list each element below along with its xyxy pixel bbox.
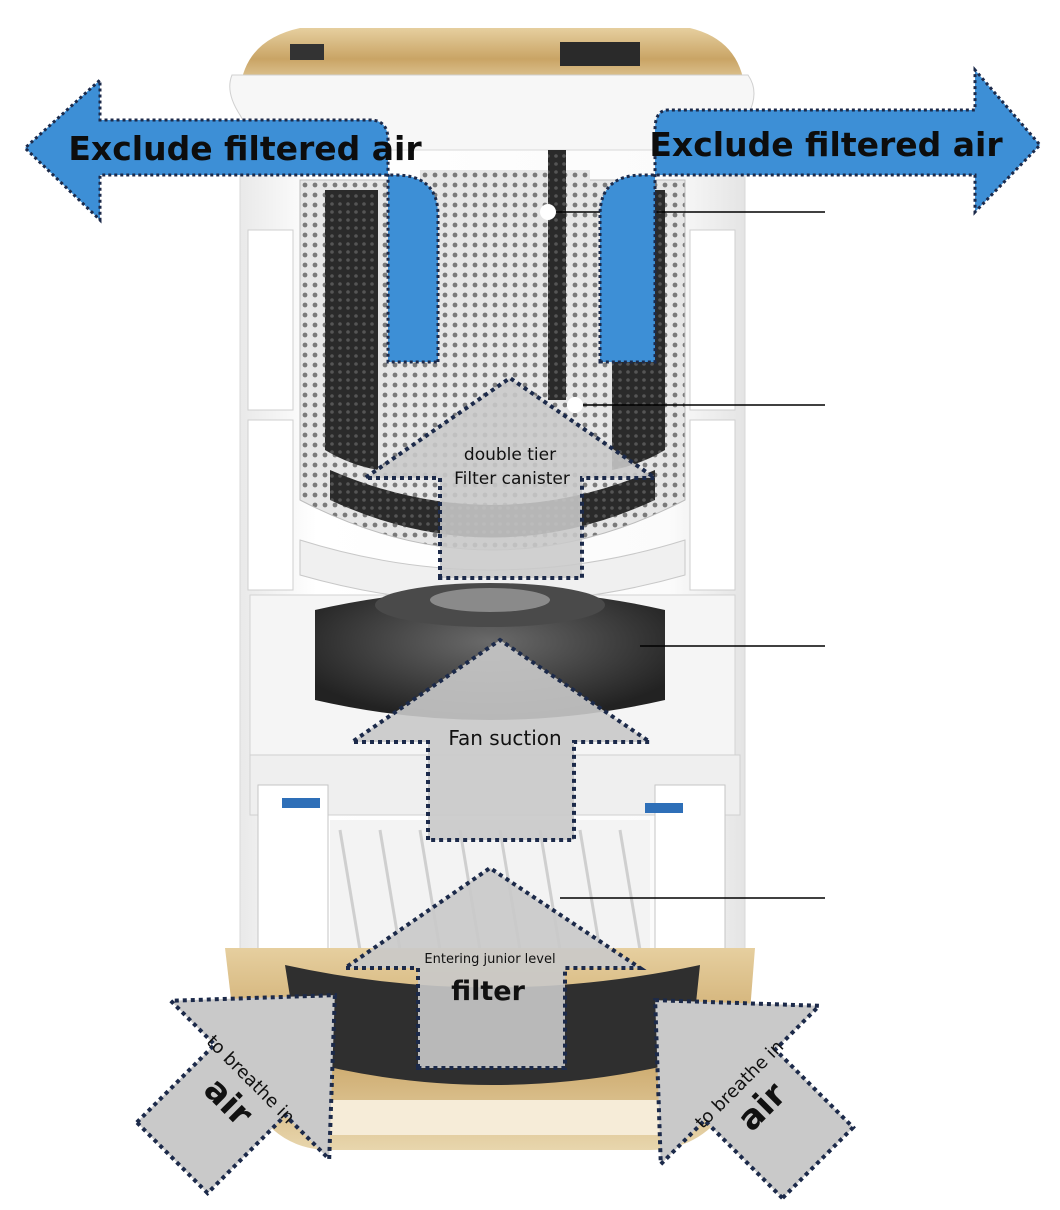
leader-dot-2 [567,397,583,413]
flow-arrow-prefilter: Entering junior level filter [338,865,647,1070]
intake-arrow-right: to breathe in air [653,998,856,1201]
purifier-body [225,28,755,1150]
intake-arrow-left: to breathe in air [134,993,337,1196]
exhaust-label-left: Exclude filtered air [68,129,422,168]
leader-dot-1 [540,204,556,220]
exhaust-label-right: Exclude filtered air [649,125,1003,164]
exhaust-arrow-right: Exclude filtered air [598,65,1043,364]
flow-arrow-canister: double tier Filter canister [358,375,662,580]
leader-lines [548,211,825,899]
canister-label-line1: double tier [464,445,556,465]
fan-label: Fan suction [448,726,561,750]
exhaust-arrow-left: Exclude filtered air [22,76,440,364]
prefilter-label-line2: filter [451,976,525,1007]
prefilter-label-line1: Entering junior level [424,952,555,967]
display-panel [560,42,640,66]
flow-arrow-fan: Fan suction [345,637,657,842]
canister-label-line2: Filter canister [454,469,570,489]
top-button [290,44,324,60]
